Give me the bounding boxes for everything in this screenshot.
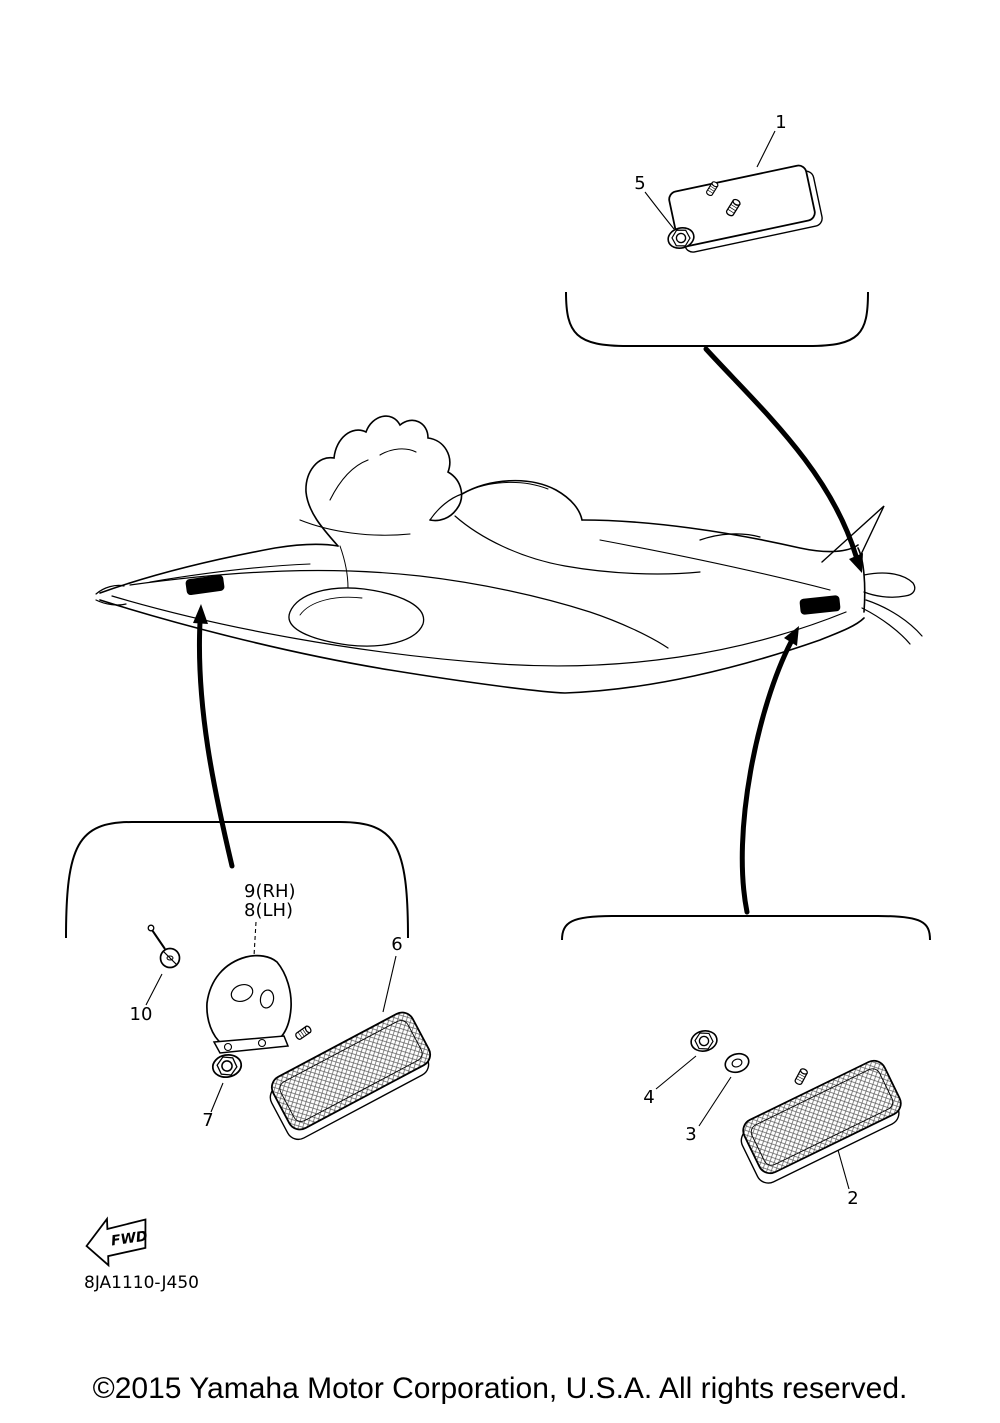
watercraft-sketch [95,415,923,694]
reflector-face [742,1059,902,1175]
washer-inner [731,1058,743,1068]
callout-label-7: 7 [202,1110,213,1131]
reflector-part-2 [740,1059,902,1184]
grommet-slot [162,950,178,966]
console-handlebar-outline [305,415,463,547]
leader-line-8-9 [253,921,257,957]
console-inner-lines [329,448,417,501]
rear-deck-line [599,539,831,591]
leader-line-5 [644,191,675,230]
part-code: 8JA1110-J450 [84,1273,199,1293]
bracket-flange [212,1035,290,1054]
stern-fin [821,505,885,566]
seat-outline [461,479,583,521]
leader-line-1 [756,130,776,168]
arrow-head [193,604,208,624]
arrow-to-rear-marker [739,639,794,915]
deck-top-edge [99,543,339,594]
detail-bubble-rear-reflector: 1 5 [565,112,869,347]
hatch-inner-line [299,596,363,616]
callout-label-3: 3 [685,1124,696,1145]
bubble-outline [561,915,931,941]
bracket-hole-large [230,983,254,1003]
bracket-body [206,954,292,1045]
mount-bolt [294,1024,313,1041]
grommet-center [166,955,174,961]
copyright-text: ©2015 Yamaha Motor Corporation, U.S.A. A… [92,1372,908,1405]
leader-line-7 [210,1082,224,1113]
reflector-inner-line [750,1068,894,1166]
arrow-to-bow-marker [196,619,235,869]
console-to-seat [429,493,463,521]
flange-nut-part-7 [210,1051,244,1081]
callout-label-9: 9(RH) [244,881,296,902]
leader-line-2 [837,1149,850,1190]
jet-nozzle [863,572,916,598]
bracket-part-8-9 [206,954,292,1054]
bracket-hole-small [259,989,275,1009]
console-base-line [299,519,411,536]
reflector-face [668,164,816,248]
footwell-line [454,515,701,575]
detail-bubble-rear-side-reflector: 4 3 2 [561,915,931,1209]
reflector-face [270,1011,432,1131]
reflector-part-6 [269,1011,432,1141]
callout-label-4: 4 [643,1087,654,1108]
bow-detail [95,584,127,606]
leader-line-10 [145,973,163,1006]
callout-label-8: 8(LH) [244,900,293,921]
fwd-arrow-outline [85,1216,147,1268]
callout-label-6: 6 [391,934,402,955]
flange-hole [223,1042,233,1052]
flange-nut-part-4 [688,1027,720,1055]
fwd-label: FWD [110,1229,149,1250]
flange-hole [257,1038,267,1048]
leader-line-4 [655,1055,697,1090]
rear-deck-edge [581,519,859,553]
seat-detail [469,481,549,491]
callout-label-1: 1 [775,112,786,133]
callout-label-10: 10 [130,1004,153,1025]
leader-line-6 [382,955,397,1013]
callout-label-2: 2 [847,1188,858,1209]
deck-crease [129,569,669,649]
hatch-oval [288,587,425,647]
washer-part-3 [724,1052,750,1074]
detail-bubble-bow-reflector: 9(RH) 8(LH) 6 7 10 [65,821,432,1141]
arrow-to-stern [703,346,859,559]
bow-deck-line [149,563,311,583]
arrow-head [784,626,799,646]
pin-head [147,924,155,932]
callout-label-5: 5 [634,173,645,194]
fwd-symbol: FWD [85,1216,149,1268]
console-drop-line [339,545,349,589]
pin-part-10 [147,924,181,969]
bubble-outline [565,291,869,347]
hull-crease [111,595,847,667]
bow-reflector-location-marker [185,574,225,596]
hull-bottom [99,599,865,694]
nozzle-spray-lines [861,599,923,645]
grab-handle [699,533,761,541]
pointer-arrows [193,346,863,915]
leader-line-3 [698,1076,732,1127]
reflector-inner-line [279,1020,423,1122]
bubble-outline [65,821,409,939]
mount-bolt [793,1067,809,1087]
rear-reflector-location-marker [799,595,841,615]
